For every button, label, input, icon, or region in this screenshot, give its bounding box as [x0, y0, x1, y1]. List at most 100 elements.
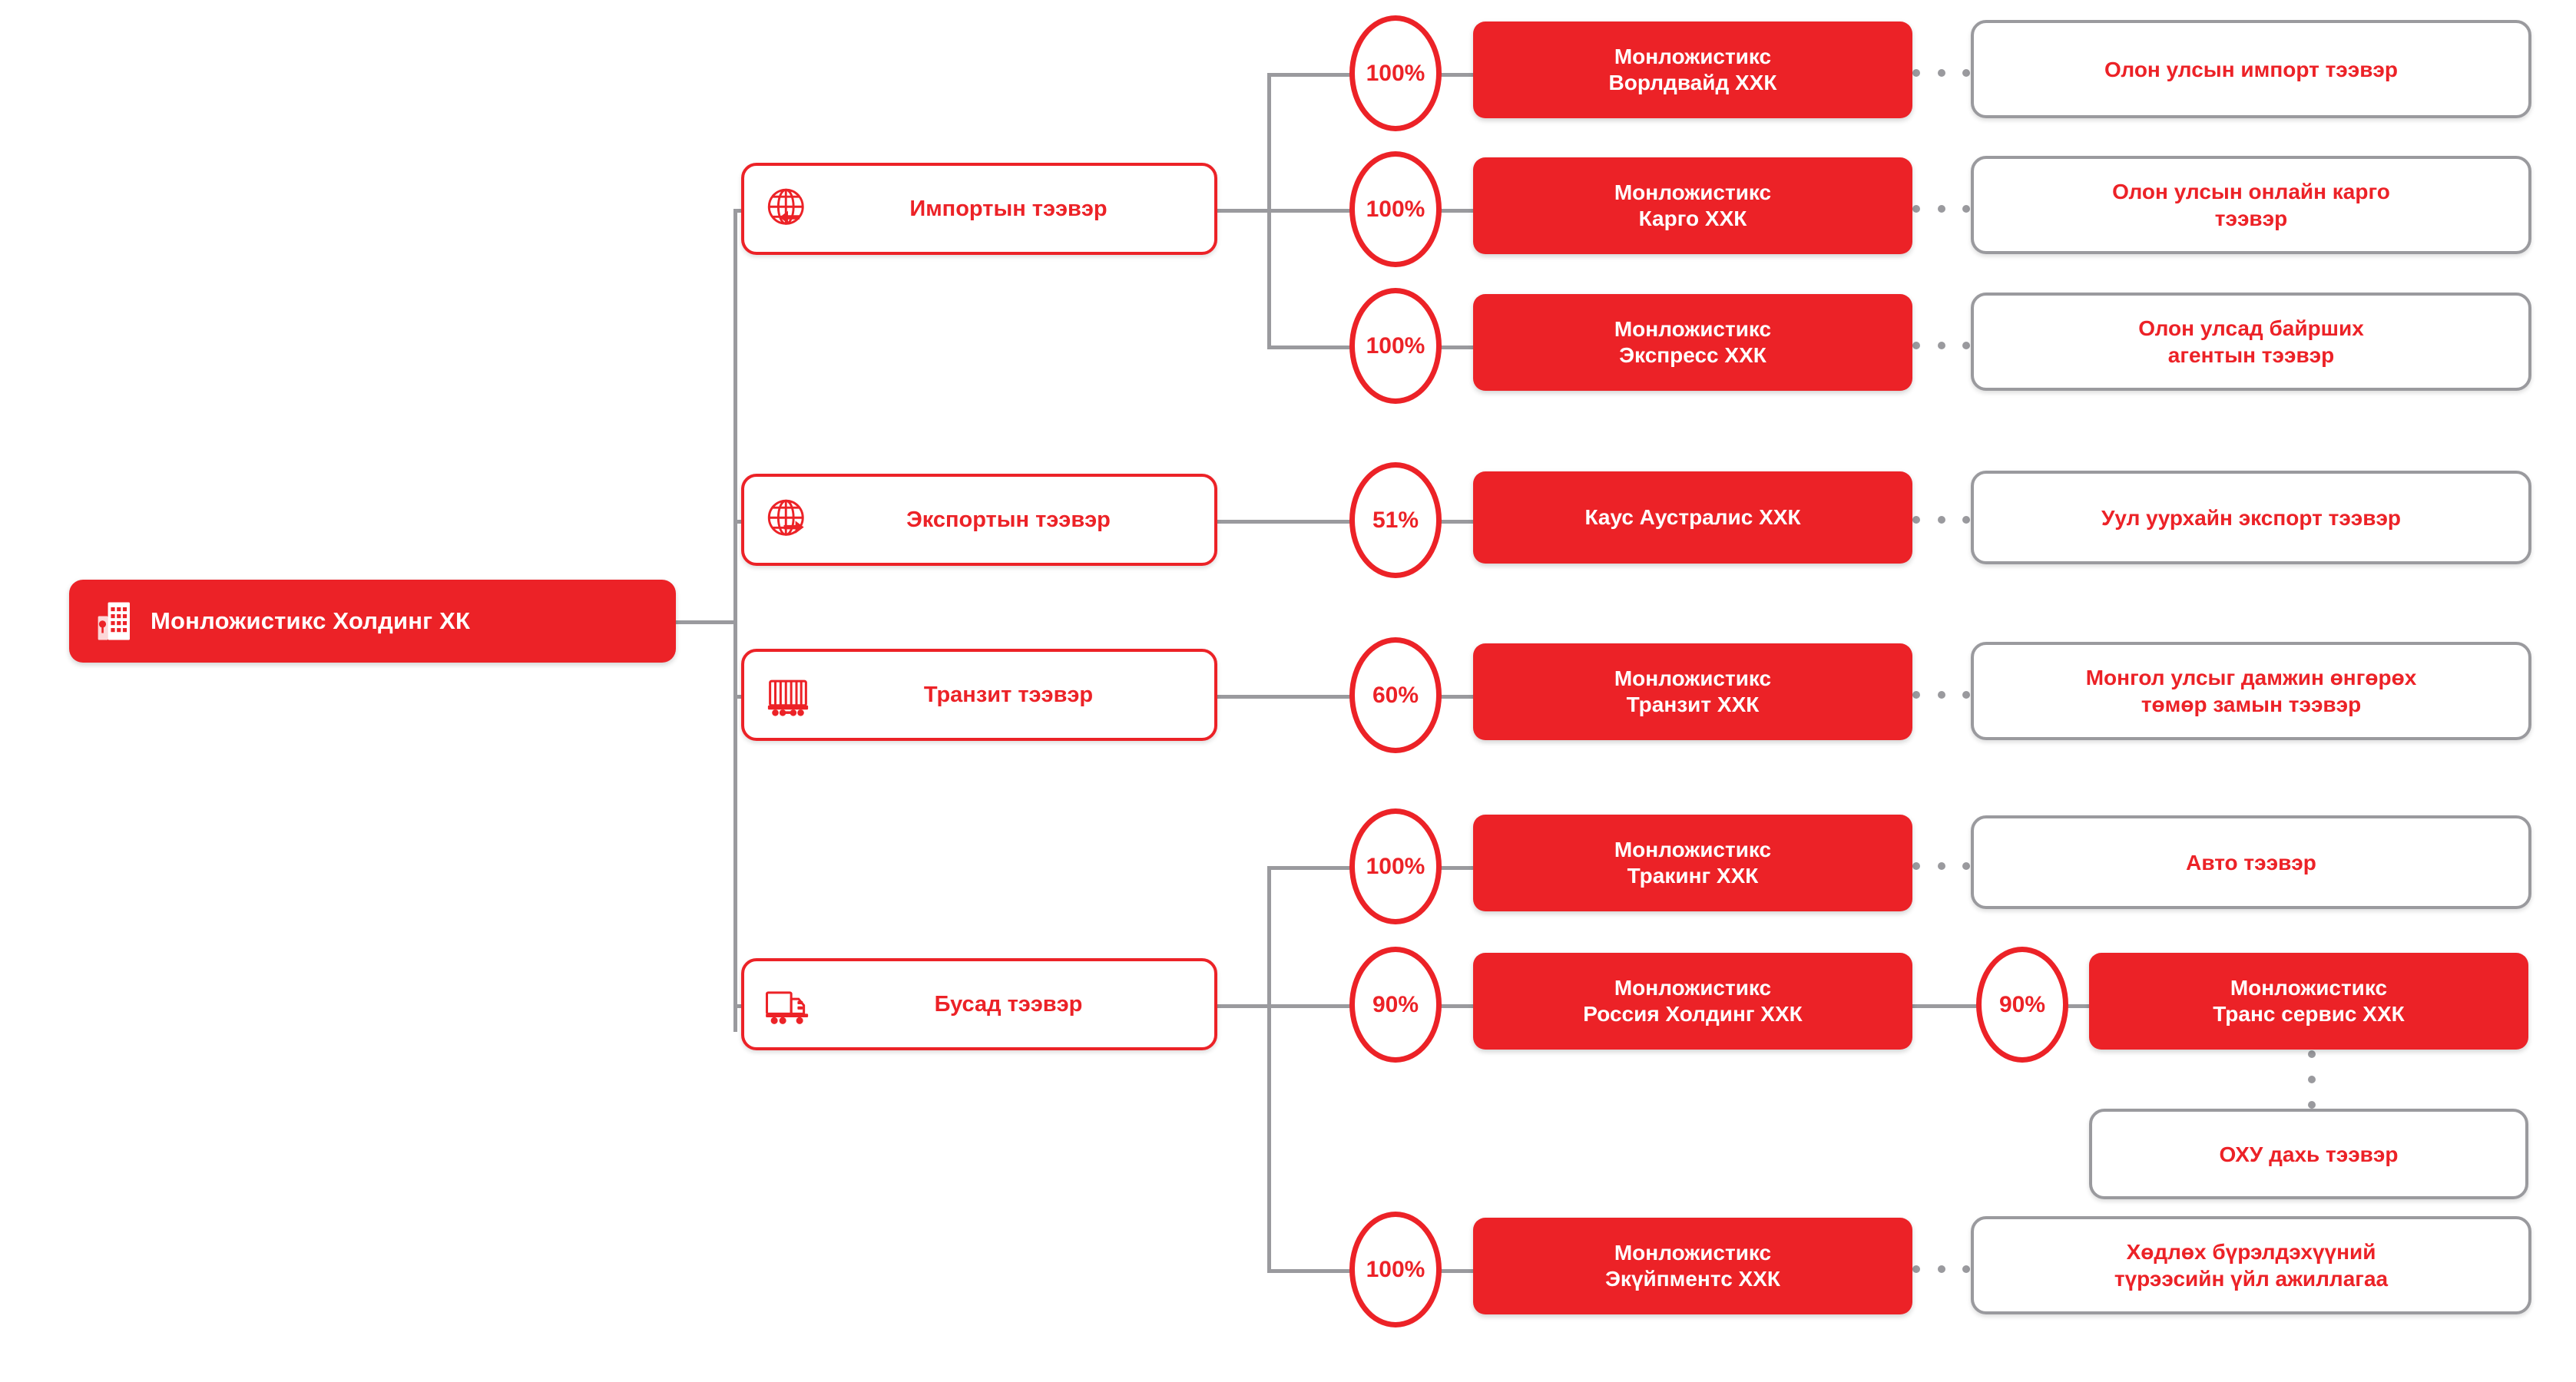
- dotted-connector-3: [1912, 342, 1970, 349]
- connector-import-branch-1: [1267, 73, 1352, 77]
- dot: [1912, 69, 1920, 77]
- description-node-6: Авто тээвэр: [1971, 815, 2531, 909]
- dot: [1912, 691, 1920, 699]
- truck-icon: [765, 991, 809, 1024]
- globe-import-arrow-icon: [767, 188, 804, 225]
- percent-value-3: 100%: [1366, 332, 1425, 359]
- connector-transit-to-percent: [1214, 695, 1352, 699]
- percent-value-2: 100%: [1366, 196, 1425, 222]
- dot: [1937, 516, 1945, 524]
- dotted-connector-6: [1912, 862, 1970, 870]
- description-node-1: Олон улсын импорт тээвэр: [1971, 20, 2531, 118]
- dotted-connector-5: [1912, 691, 1970, 699]
- dot: [1937, 205, 1945, 213]
- percent-node-8: 100%: [1352, 1214, 1439, 1325]
- category-node-export[interactable]: Экспортын тээвэр: [741, 474, 1217, 566]
- category-node-transit[interactable]: Транзит тээвэр: [741, 649, 1217, 741]
- dot: [1962, 205, 1970, 213]
- percent-node-3: 100%: [1352, 290, 1439, 402]
- connector-percent-company-8: [1412, 1269, 1473, 1273]
- percent-value-8: 100%: [1366, 1256, 1425, 1282]
- dot: [1912, 342, 1920, 349]
- dot: [1962, 1265, 1970, 1273]
- category-node-import[interactable]: Импортын тээвэр: [741, 163, 1217, 255]
- dot: [1937, 342, 1945, 349]
- dot: [1962, 516, 1970, 524]
- dotted-connector-1: [1912, 69, 1970, 77]
- connector-import-branch-3: [1267, 346, 1352, 349]
- rail-wagon-icon: [767, 679, 809, 716]
- dot: [1912, 205, 1920, 213]
- dot: [2308, 1101, 2316, 1109]
- connector-other-stub: [1214, 1004, 1271, 1008]
- dot: [1962, 69, 1970, 77]
- description-node-sub-russia: ОХУ дахь тээвэр: [2089, 1109, 2528, 1199]
- percent-value-6: 100%: [1366, 853, 1425, 879]
- dot: [2308, 1050, 2316, 1058]
- dotted-connector-8: [1912, 1265, 1970, 1273]
- percent-value-5: 60%: [1372, 682, 1419, 708]
- percent-value-sub: 90%: [1998, 991, 2046, 1017]
- connector-percent-company-2: [1412, 209, 1473, 213]
- category-label-export: Экспортын тээвэр: [906, 507, 1111, 532]
- dot: [1962, 691, 1970, 699]
- percent-node-7: 90%: [1352, 949, 1439, 1060]
- connector-percent-company-5: [1412, 695, 1473, 699]
- description-label-4: Уул уурхайн экспорт тээвэр: [2101, 505, 2402, 530]
- root-node-monlogistics-holding[interactable]: Монложистикс Холдинг ХК: [69, 580, 676, 663]
- percent-node-4: 51%: [1352, 465, 1439, 576]
- connector-main-trunk: [733, 209, 737, 1032]
- dot: [1962, 342, 1970, 349]
- percent-node-2: 100%: [1352, 154, 1439, 265]
- dot: [1937, 69, 1945, 77]
- connector-root-stub: [676, 620, 737, 624]
- connector-percent-company-6: [1412, 866, 1473, 870]
- connector-percent-company-7: [1412, 1004, 1473, 1008]
- percent-node-sub: 90%: [1978, 949, 2066, 1060]
- percent-node-1: 100%: [1352, 18, 1439, 129]
- dot: [1937, 862, 1945, 870]
- dotted-connector-4: [1912, 516, 1970, 524]
- office-building-icon: [98, 602, 130, 640]
- globe-export-arrow-icon: [767, 499, 804, 536]
- description-node-4: Уул уурхайн экспорт тээвэр: [1971, 471, 2531, 564]
- description-label-sub: ОХУ дахь тээвэр: [2219, 1142, 2399, 1166]
- connector-import-branch-2: [1267, 209, 1352, 213]
- description-label-1: Олон улсын импорт тээвэр: [2104, 57, 2398, 81]
- percent-value-1: 100%: [1366, 60, 1425, 86]
- dot: [1937, 1265, 1945, 1273]
- dotted-connector-sub-vertical: [2308, 1050, 2316, 1109]
- category-label-import: Импортын тээвэр: [909, 196, 1108, 221]
- connector-import-stub: [1214, 209, 1271, 213]
- percent-value-4: 51%: [1372, 507, 1419, 533]
- company-node-4[interactable]: Каус Аустралис ХХК: [1473, 471, 1912, 564]
- connector-other-branch-2: [1267, 1004, 1352, 1008]
- dotted-connector-2: [1912, 205, 1970, 213]
- root-node-label: Монложистикс Холдинг ХК: [151, 607, 471, 634]
- category-node-other[interactable]: Бусад тээвэр: [741, 958, 1217, 1050]
- dot: [2308, 1076, 2316, 1083]
- percent-node-5: 60%: [1352, 640, 1439, 751]
